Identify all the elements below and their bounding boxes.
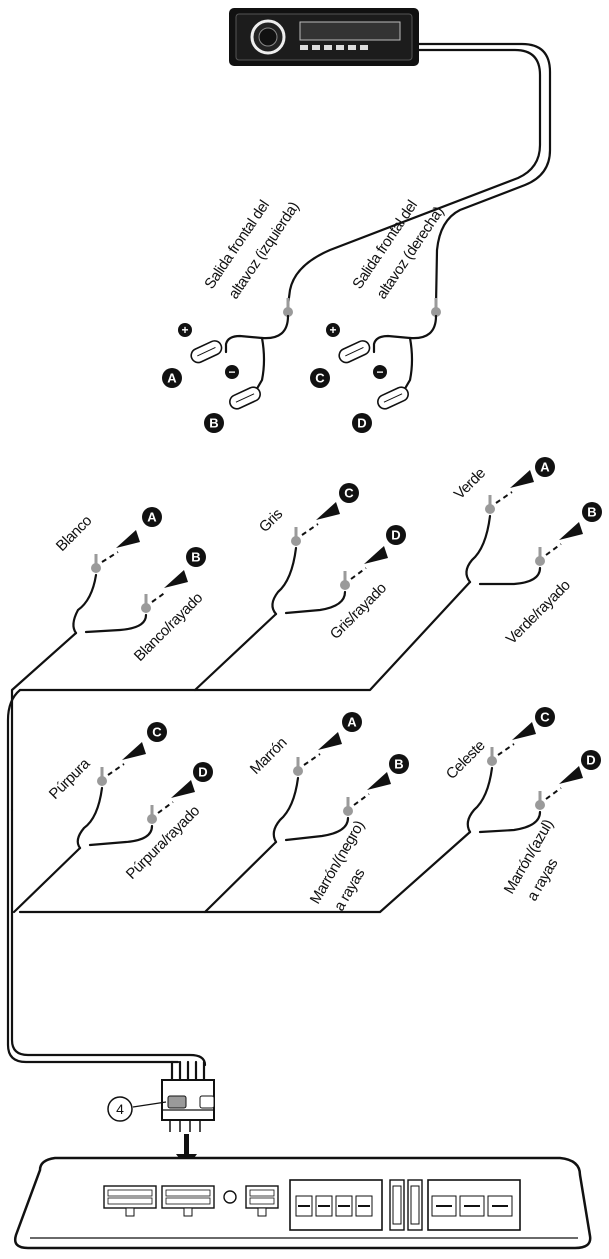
terminal-a-badge: A (142, 507, 162, 527)
minus-sign-icon: − (373, 365, 387, 379)
left-speaker-output: + − A B Salida frontal del altavoz (izqu… (162, 197, 303, 433)
svg-text:D: D (391, 528, 400, 543)
svg-text:C: C (344, 486, 354, 501)
wire-group-verde: A B Verde Verde/rayado (451, 457, 602, 648)
terminal-b-badge: B (186, 547, 206, 567)
wire-group-blanco: A B Blanco Blanco/rayado (53, 507, 206, 665)
svg-text:C: C (152, 725, 162, 740)
harness-connector-icon (161, 1060, 215, 1132)
terminal-c-badge: C (339, 483, 359, 503)
svg-text:D: D (357, 416, 366, 431)
terminal-b-badge: B (204, 413, 224, 433)
svg-text:C: C (315, 371, 325, 386)
svg-text:A: A (540, 460, 550, 475)
label-gris: Gris (256, 506, 286, 536)
terminal-d-badge: D (193, 762, 213, 782)
wire-group-marron: A B Marrón Marrón/(negro) a rayas (247, 712, 409, 914)
terminal-d-badge: D (581, 750, 601, 770)
label-gris-rayado: Gris/rayado (327, 580, 390, 643)
label-marron: Marrón (247, 734, 291, 778)
svg-text:D: D (198, 765, 207, 780)
terminal-b-badge: B (389, 754, 409, 774)
head-unit-icon (229, 8, 419, 66)
label-purpura: Púrpura (46, 755, 94, 803)
terminal-c-badge: C (535, 707, 555, 727)
minus-sign-icon: − (225, 365, 239, 379)
terminal-d-badge: D (352, 413, 372, 433)
wire-group-celeste: C D Celeste Marrón/(azul) a rayas (443, 707, 601, 904)
terminal-a-badge: A (342, 712, 362, 732)
label-purpura-rayado: Púrpura/rayado (123, 803, 203, 883)
svg-text:A: A (147, 510, 157, 525)
terminal-c-badge: C (147, 722, 167, 742)
callout-4: 4 (107, 1096, 167, 1122)
svg-text:D: D (586, 753, 595, 768)
svg-text:B: B (209, 416, 218, 431)
svg-text:−: − (376, 365, 383, 379)
svg-text:A: A (347, 715, 357, 730)
svg-text:B: B (191, 550, 200, 565)
plus-sign-icon: + (326, 323, 340, 337)
svg-text:A: A (167, 371, 177, 386)
wire-group-gris: C D Gris Gris/rayado (256, 483, 406, 643)
svg-text:+: + (181, 323, 188, 337)
terminal-a-badge: A (162, 368, 182, 388)
wire-group-purpura: C D Púrpura Púrpura/rayado (46, 722, 213, 883)
label-celeste: Celeste (443, 737, 489, 783)
label-blanco: Blanco (53, 512, 95, 554)
amplifier-icon (14, 1156, 592, 1250)
terminal-a-badge: A (535, 457, 555, 477)
plus-sign-icon: + (178, 323, 192, 337)
right-speaker-output: + − C D Salida frontal del altavoz (dere… (310, 197, 448, 433)
terminal-c-badge: C (310, 368, 330, 388)
svg-text:B: B (394, 757, 403, 772)
label-verde: Verde (451, 465, 489, 503)
terminal-b-badge: B (582, 502, 602, 522)
svg-text:+: + (329, 323, 336, 337)
svg-text:4: 4 (116, 1101, 124, 1117)
svg-text:B: B (587, 505, 596, 520)
svg-text:−: − (228, 365, 235, 379)
label-verde-rayado: Verde/rayado (503, 577, 574, 648)
label-blanco-rayado: Blanco/rayado (131, 589, 206, 664)
svg-text:C: C (540, 710, 550, 725)
terminal-d-badge: D (386, 525, 406, 545)
